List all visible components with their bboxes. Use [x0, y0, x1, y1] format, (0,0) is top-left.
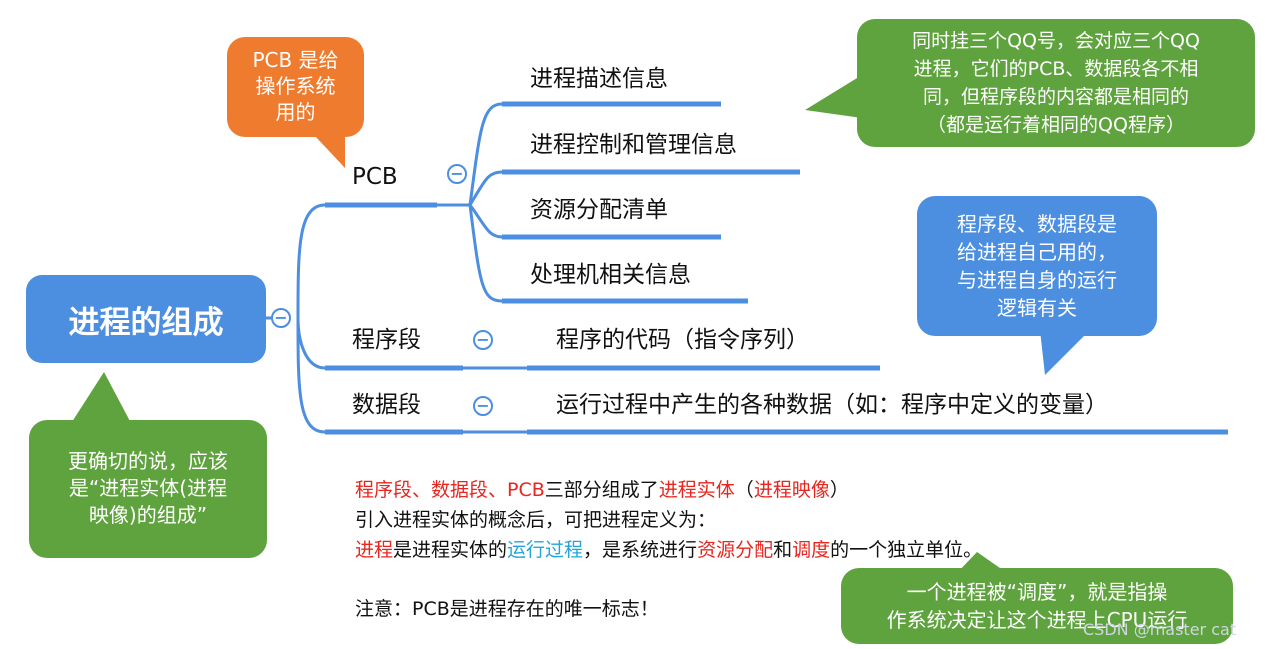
pcb-child-2[interactable]: 进程控制和管理信息: [530, 132, 737, 158]
callout-scheduling: 一个进程被“调度”，就是指操 作系统决定让这个进程上CPU运行: [841, 568, 1233, 644]
data-child[interactable]: 运行过程中产生的各种数据（如：程序中定义的变量）: [556, 392, 1108, 418]
watermark: CSDN @master cat: [1083, 620, 1237, 639]
branch-program-segment[interactable]: 程序段: [352, 327, 421, 353]
pcb-child-1[interactable]: 进程描述信息: [530, 66, 668, 92]
callout-tail-blue: [1040, 330, 1090, 375]
collapse-toggle-pcb[interactable]: −: [447, 164, 467, 184]
callout-qq-example: 同时挂三个QQ号，会对应三个QQ 进程，它们的PCB、数据段各不相 同，但程序段…: [857, 19, 1255, 147]
connector-pcb-child-2: [468, 170, 503, 206]
pcb-child-4[interactable]: 处理机相关信息: [530, 262, 691, 288]
collapse-toggle-program[interactable]: −: [473, 330, 493, 350]
collapse-toggle-root[interactable]: −: [271, 308, 291, 328]
connector-program: [296, 317, 326, 370]
callout-tail-green-top: [805, 75, 862, 118]
note-line-2: 引入进程实体的概念后，可把进程定义为：: [355, 509, 717, 531]
collapse-toggle-data[interactable]: −: [473, 396, 493, 416]
callout-pcb-for-os: PCB 是给 操作系统 用的: [227, 37, 364, 137]
connector-pcb-child-1: [468, 102, 503, 206]
pcb-child-3[interactable]: 资源分配清单: [530, 197, 668, 223]
callout-tail-green-left: [70, 372, 132, 425]
note-line-1: 程序段、数据段、PCB三部分组成了进程实体（进程映像）: [355, 479, 849, 501]
connector-pcb-child-3: [468, 204, 503, 239]
root-node[interactable]: 进程的组成: [26, 275, 266, 363]
callout-segments-for-process: 程序段、数据段是 给进程自己用的， 与进程自身的运行 逻辑有关: [917, 196, 1157, 336]
connector-data: [296, 317, 326, 434]
branch-pcb[interactable]: PCB: [352, 164, 398, 190]
connector-pcb: [296, 203, 326, 319]
root-label: 进程的组成: [68, 304, 224, 341]
callout-process-entity: 更确切的说，应该 是“进程实体(进程 映像)的组成”: [29, 420, 267, 558]
note-line-3: 进程是进程实体的运行过程，是系统进行资源分配和调度的一个独立单位。: [355, 539, 983, 561]
program-child[interactable]: 程序的代码（指令序列）: [556, 327, 809, 353]
branch-data-segment[interactable]: 数据段: [352, 392, 421, 418]
connector-pcb-child-4: [468, 204, 503, 303]
note-line-4: 注意：PCB是进程存在的唯一标志！: [355, 598, 659, 620]
